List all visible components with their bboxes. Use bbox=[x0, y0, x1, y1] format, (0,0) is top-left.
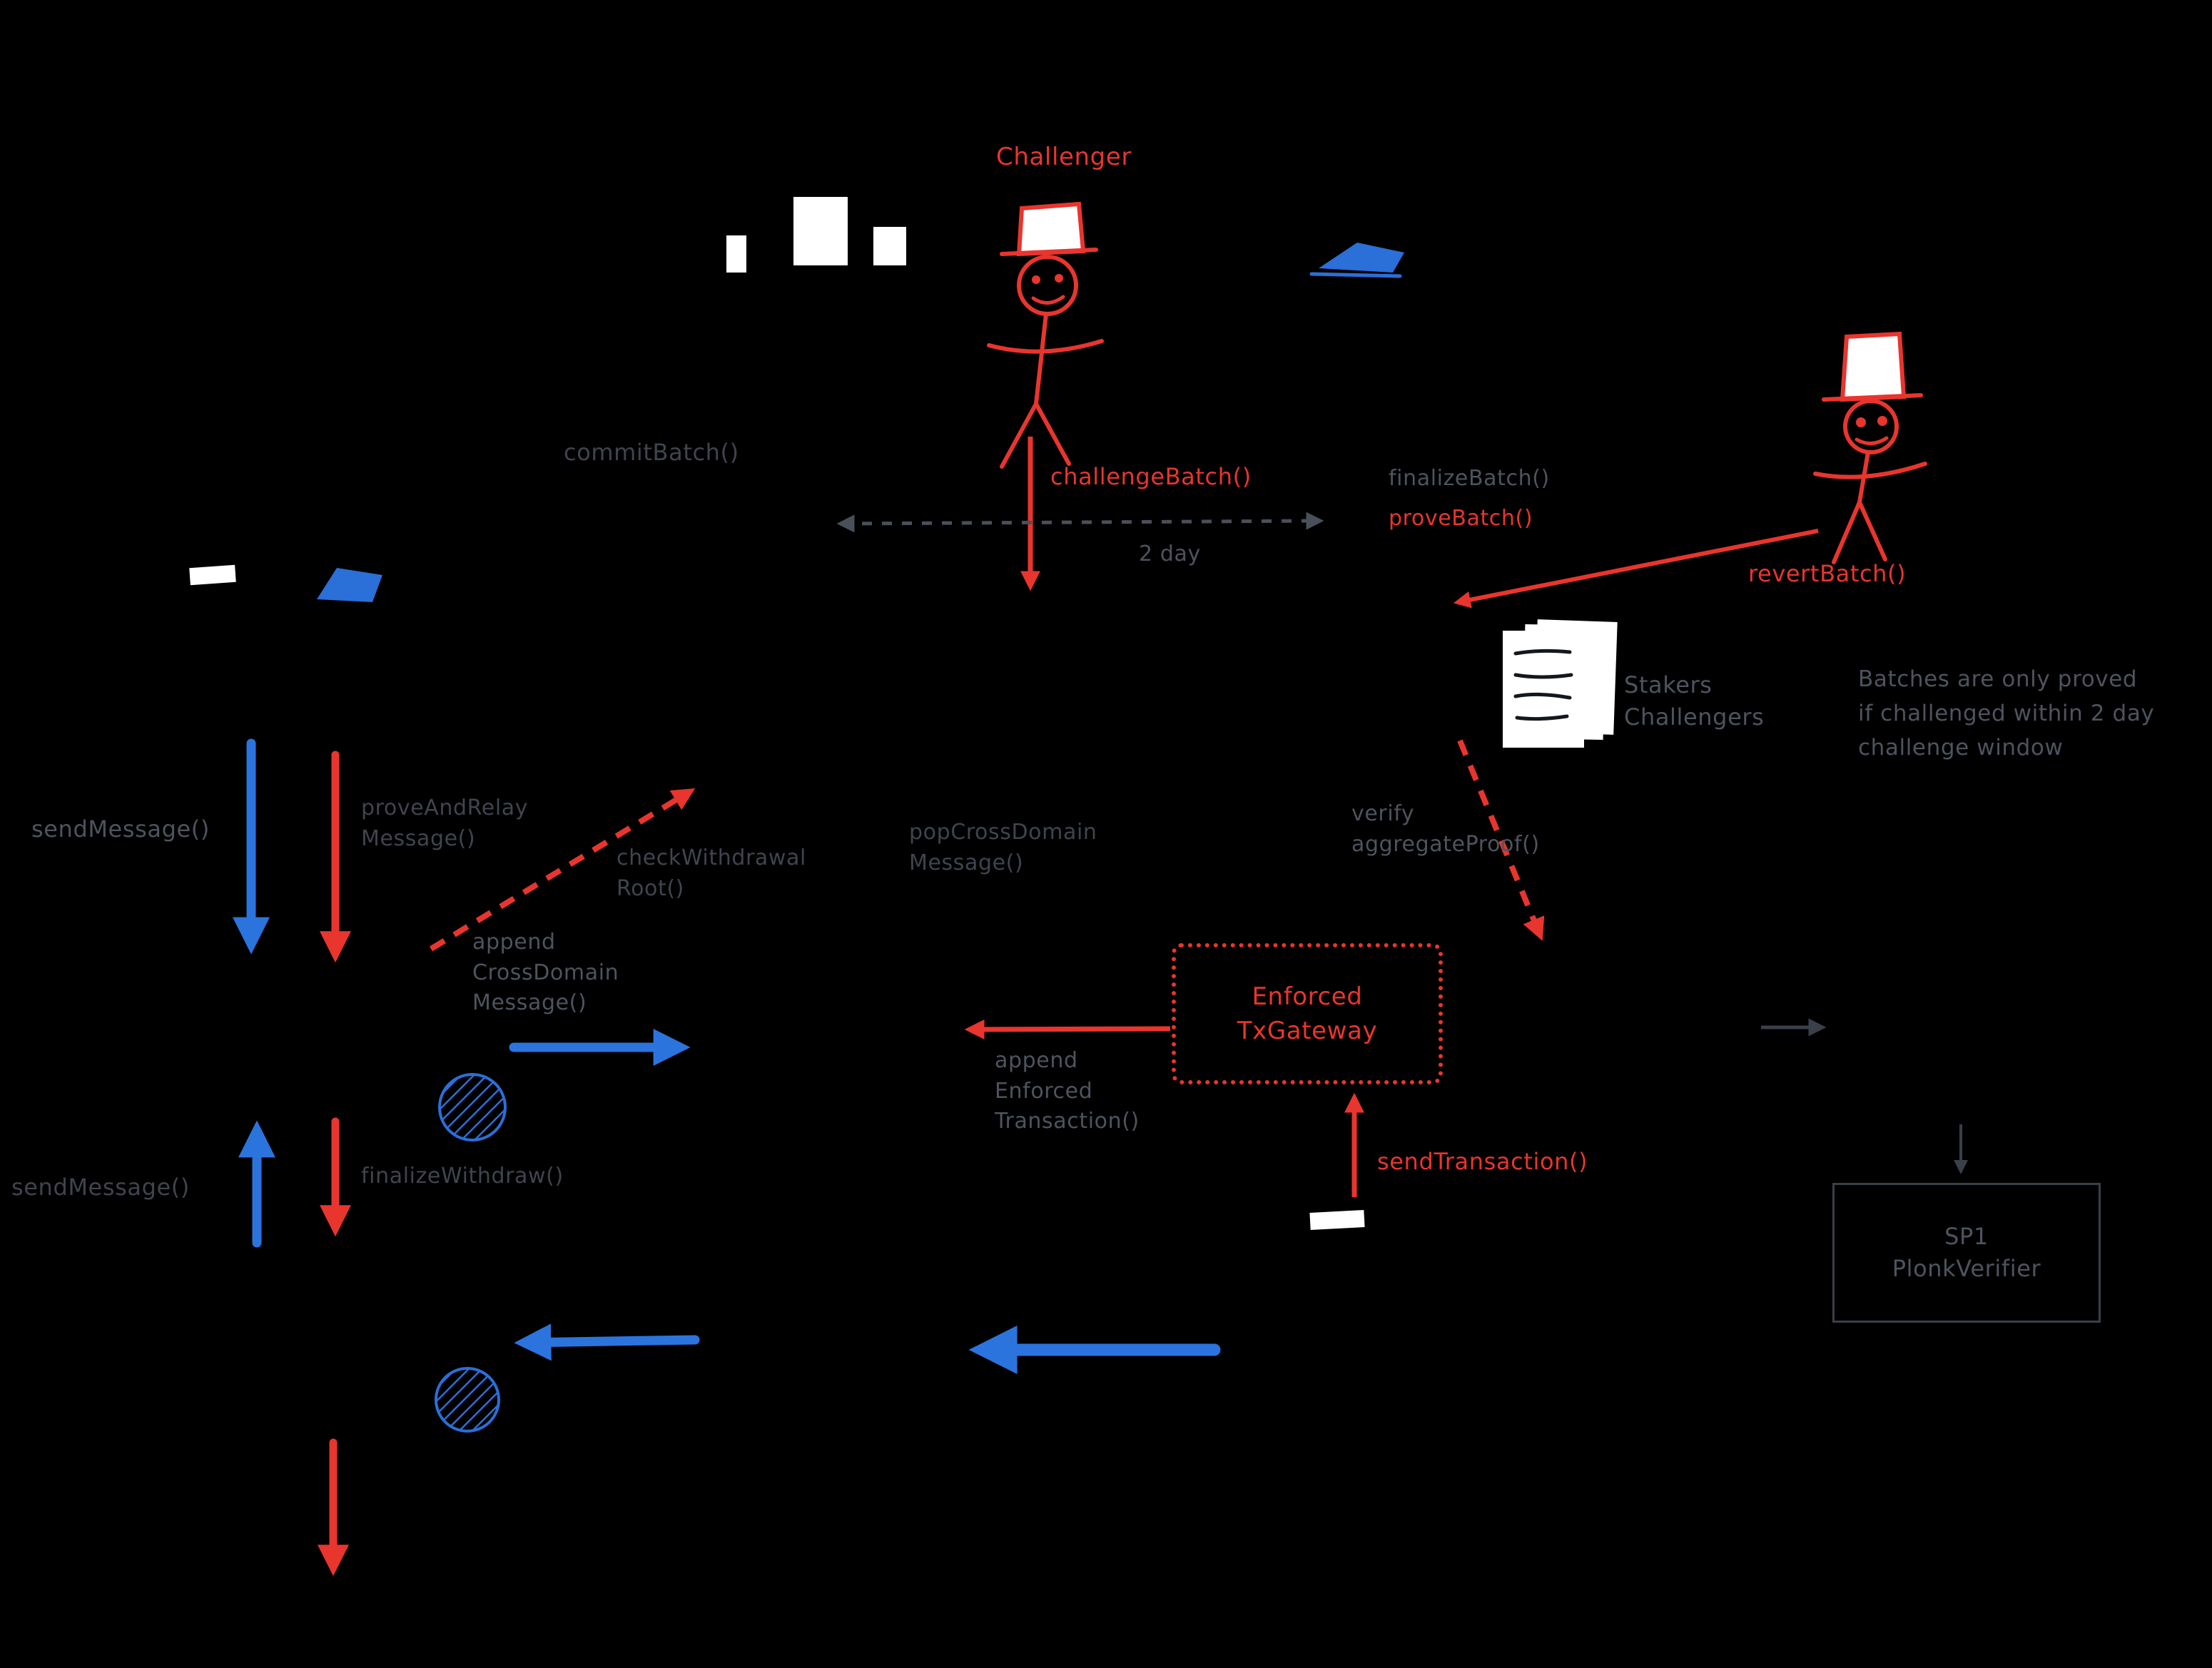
challenge-batch-label: challengeBatch() bbox=[1050, 463, 1252, 490]
send-message-top-label: sendMessage() bbox=[31, 815, 210, 843]
revert-batch-arrow bbox=[1453, 529, 1819, 609]
revert-batch-label: revertBatch() bbox=[1748, 560, 1907, 587]
check-withdrawal-dashed-arrow bbox=[429, 788, 696, 952]
verify-aggregate-proof-label: verify aggregateProof() bbox=[1351, 801, 1540, 857]
sp1-plonk-verifier-label: SP1 PlonkVerifier bbox=[1892, 1222, 2041, 1282]
finalize-withdraw-label: finalizeWithdraw() bbox=[361, 1164, 564, 1189]
send-transaction-label: sendTransaction() bbox=[1377, 1148, 1588, 1175]
commit-batch-label: commitBatch() bbox=[564, 439, 739, 466]
hatched-token-icon-upper bbox=[438, 1073, 507, 1141]
enforced-tx-gateway-label: Enforced TxGateway bbox=[1237, 982, 1378, 1045]
prove-batch-label: proveBatch() bbox=[1389, 506, 1533, 531]
documents-icon bbox=[1503, 619, 1618, 748]
challenge-note-label: Batches are only proved if challenged wi… bbox=[1858, 666, 2155, 761]
laptop-icon-top bbox=[1309, 243, 1404, 278]
finalize-batch-label: finalizeBatch() bbox=[1389, 466, 1550, 491]
append-cross-domain-label: append CrossDomain Message() bbox=[472, 930, 619, 1016]
pop-cross-domain-label: popCrossDomain Message() bbox=[909, 820, 1097, 875]
white-bar-bottom-icon bbox=[1309, 1210, 1365, 1230]
check-withdrawal-label: checkWithdrawal Root() bbox=[617, 845, 806, 901]
staker-figure-icon bbox=[1813, 331, 1927, 564]
stakers-challengers-label: Stakers Challengers bbox=[1624, 671, 1765, 731]
sp1-plonk-verifier-box: SP1 PlonkVerifier bbox=[1832, 1183, 2101, 1323]
send-message-bottom-label: sendMessage() bbox=[11, 1174, 190, 1201]
challenge-window-dashed-arrow bbox=[836, 512, 1324, 533]
prove-and-relay-label: proveAndRelay Message() bbox=[361, 795, 529, 851]
laptop-icon-left bbox=[317, 568, 382, 602]
append-enforced-tx-label: append Enforced Transaction() bbox=[995, 1048, 1140, 1134]
blocks-icon bbox=[726, 197, 906, 273]
challenger-figure-icon bbox=[987, 201, 1104, 469]
two-day-label: 2 day bbox=[1139, 541, 1201, 566]
relay-blue-left-arrow bbox=[514, 1323, 700, 1361]
white-bar-left-icon bbox=[189, 564, 236, 586]
challenger-label: Challenger bbox=[996, 143, 1132, 171]
enforced-tx-gateway-box: Enforced TxGateway bbox=[1172, 943, 1443, 1084]
verify-proof-dashed-arrow bbox=[1457, 739, 1545, 941]
hatched-token-icon-lower bbox=[435, 1367, 500, 1433]
